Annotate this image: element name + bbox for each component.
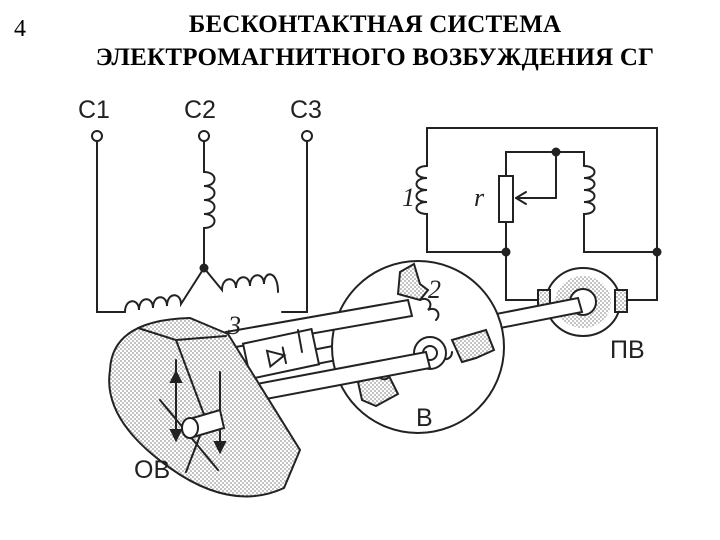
label-resistor-r: r: [474, 183, 485, 212]
exciter-b: [331, 260, 505, 434]
label-pilot-exciter: ПВ: [610, 336, 645, 364]
exciter-control-circuit: [415, 127, 662, 301]
label-rectifier-3: 3: [227, 311, 241, 340]
phase-c1-coil: [124, 267, 205, 313]
stator-star-winding: [91, 130, 313, 313]
label-c3: C3: [290, 96, 322, 124]
slide-number: 4: [14, 16, 26, 42]
label-c1: C1: [78, 96, 110, 124]
page-title: БЕСКОНТАКТНАЯ СИСТЕМА ЭЛЕКТРОМАГНИТНОГО …: [40, 8, 710, 74]
phase-c2-coil: [203, 171, 216, 269]
winding-1-coil: [415, 165, 507, 253]
diode-symbol: [265, 346, 288, 369]
resistor-r: [498, 175, 514, 223]
pilot-exciter: [537, 267, 628, 337]
exciter-pole-right: [450, 328, 496, 364]
phase-c3-coil: [203, 267, 279, 293]
star-neutral-node: [199, 263, 209, 273]
title-line-2: ЭЛЕКТРОМАГНИТНОГО ВОЗБУЖДЕНИЯ СГ: [95, 44, 655, 71]
field-winding-rotor: [108, 316, 302, 498]
label-exciter-b: В: [416, 404, 433, 432]
label-winding-1: 1: [402, 183, 415, 212]
terminal-c1: [91, 130, 103, 142]
label-exciter-winding-2: 2: [428, 275, 441, 304]
pilot-exciter-brush-right: [614, 289, 628, 313]
terminal-c2: [198, 130, 210, 142]
terminal-c3: [301, 130, 313, 142]
field-coil-right: [583, 165, 658, 253]
exciter-pole-top: [396, 262, 430, 302]
title-line-1: БЕСКОНТАКТНАЯ СИСТЕМА: [188, 11, 562, 38]
label-c2: C2: [184, 96, 216, 124]
label-field-winding: ОВ: [134, 456, 170, 484]
